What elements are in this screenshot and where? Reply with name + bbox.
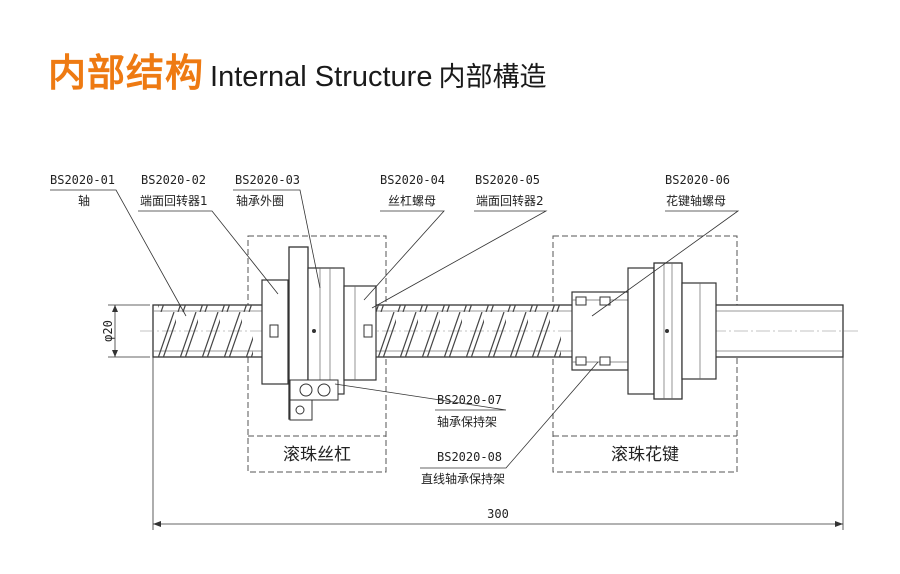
- screw-thread: [158, 305, 561, 357]
- callout-code: BS2020-05: [475, 173, 540, 187]
- callout-code: BS2020-04: [380, 173, 445, 187]
- callout-code: BS2020-01: [50, 173, 115, 187]
- page-header: 内部结构 Internal Structure 内部構造: [48, 42, 547, 95]
- ball-spline-nut: [571, 262, 717, 400]
- callout-name: 轴承保持架: [437, 414, 497, 429]
- callout-05: BS2020-05 端面回转器2: [475, 173, 544, 208]
- callout-name: 轴承外圈: [236, 193, 284, 208]
- leader-lines: [50, 189, 740, 469]
- callout-name: 花键轴螺母: [666, 193, 726, 208]
- callout-02: BS2020-02 端面回转器1: [140, 173, 208, 208]
- diameter-dimension: φ20: [101, 304, 150, 358]
- callout-code: BS2020-07: [437, 393, 502, 407]
- callout-code: BS2020-02: [141, 173, 206, 187]
- callout-03: BS2020-03 轴承外圈: [235, 173, 300, 208]
- callout-name: 丝杠螺母: [388, 193, 436, 208]
- callout-name: 轴: [78, 193, 90, 208]
- callout-name: 直线轴承保持架: [421, 471, 505, 486]
- ball-screw-nut: [261, 246, 377, 421]
- ball-spline-label: 滚珠花键: [611, 445, 679, 465]
- page-title-english: Internal Structure: [210, 61, 433, 93]
- callout-07: BS2020-07 轴承保持架: [437, 393, 502, 429]
- length-dimension: 300: [152, 357, 844, 530]
- length-label: 300: [487, 507, 509, 521]
- callout-08: BS2020-08 直线轴承保持架: [421, 450, 505, 486]
- callout-04: BS2020-04 丝杠螺母: [380, 173, 445, 208]
- callout-name: 端面回转器1: [140, 193, 208, 208]
- page-title-chinese: 内部结构: [48, 51, 205, 95]
- callout-01: BS2020-01 轴: [50, 173, 115, 208]
- callout-code: BS2020-06: [665, 173, 730, 187]
- diameter-label: φ20: [101, 320, 115, 342]
- callout-code: BS2020-08: [437, 450, 502, 464]
- callout-code: BS2020-03: [235, 173, 300, 187]
- callout-name: 端面回转器2: [476, 193, 544, 208]
- page-title-japanese: 内部構造: [438, 62, 547, 93]
- callout-06: BS2020-06 花键轴螺母: [665, 173, 730, 208]
- ball-screw-label: 滚珠丝杠: [283, 445, 351, 465]
